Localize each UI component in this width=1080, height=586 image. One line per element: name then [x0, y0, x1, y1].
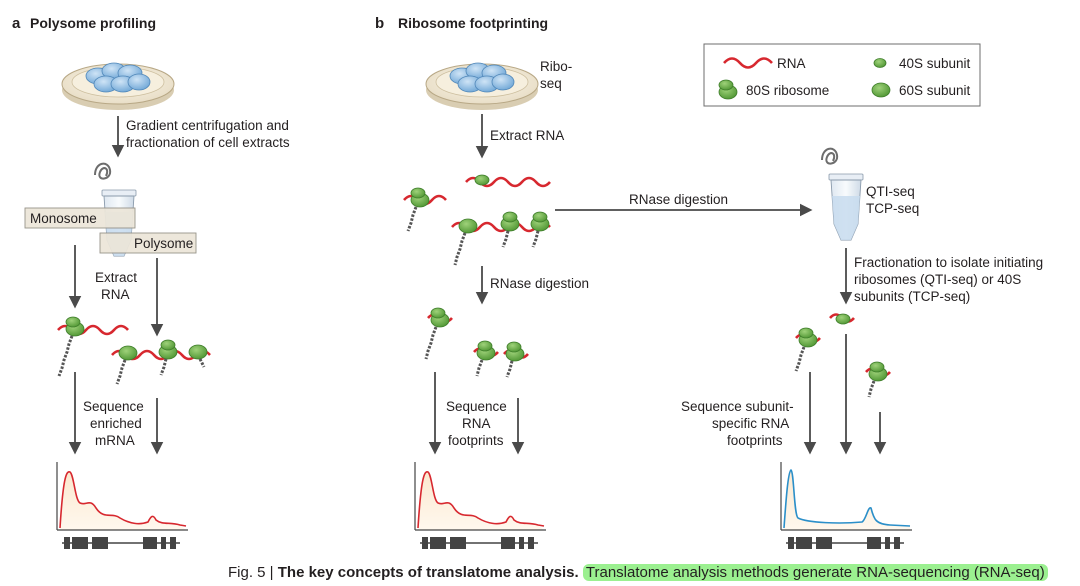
cells-icon	[85, 62, 151, 93]
profile-plot-b	[414, 462, 546, 531]
polysome-label: Polysome	[134, 236, 193, 251]
profile-plot-a	[56, 462, 188, 531]
panel-a-step3-line1: Sequence	[83, 399, 144, 414]
legend-60s: 60S subunit	[899, 83, 971, 98]
caption-prefix: Fig. 5 |	[228, 564, 278, 581]
petri-dish-b	[425, 62, 539, 110]
panel-a-step1-line1: Gradient centrifugation and	[126, 118, 289, 133]
petri-dish-a	[61, 62, 175, 110]
panel-a-step2-line1: Extract	[95, 270, 137, 285]
panel-a-step3-line2: enriched	[90, 416, 142, 431]
monosome-rna-a	[57, 316, 129, 377]
legend-80s: 80S ribosome	[746, 83, 829, 98]
panel-b-title: Ribosome footprinting	[398, 15, 548, 31]
extract-rna-label: Extract RNA	[490, 128, 564, 143]
translatome-diagram: a Polysome profiling Gradient centrifuga…	[12, 15, 1043, 549]
panel-a-title: Polysome profiling	[30, 15, 156, 31]
panel-b-seq-line2: RNA	[462, 416, 491, 431]
profile-plot-c	[780, 462, 912, 531]
riboseq-line2: seq	[540, 76, 562, 91]
legend: RNA 40S subunit 80S ribosome 60S subunit	[703, 43, 981, 107]
subunit-footprints	[794, 313, 891, 398]
rna-mixture-b	[403, 174, 551, 266]
tcp-seq-label: TCP-seq	[866, 201, 919, 216]
qti-seq-label: QTI-seq	[866, 184, 915, 199]
seq-subunit-line1: Sequence subunit-	[681, 399, 794, 414]
seq-subunit-line2: specific RNA	[712, 416, 789, 431]
monosome-label: Monosome	[30, 211, 97, 226]
ribosome-footprints-b	[424, 307, 529, 378]
gene-model-c	[786, 537, 904, 549]
caption-highlight: Translatome analysis methods generate RN…	[582, 564, 1048, 581]
panel-b-letter: b	[375, 15, 384, 32]
riboseq-line1: Ribo-	[540, 59, 572, 74]
fractionation-line1: Fractionation to isolate initiating	[854, 255, 1043, 270]
fractionation-line2: ribosomes (QTI-seq) or 40S	[854, 272, 1021, 287]
40s-subunit-legend-icon	[873, 58, 887, 68]
60s-subunit-legend-icon	[871, 82, 891, 98]
legend-rna: RNA	[777, 56, 806, 71]
centrifuge-tube-b	[821, 147, 864, 241]
panel-b-seq-line3: footprints	[448, 433, 504, 448]
rnase-digestion-horizontal-label: RNase digestion	[629, 192, 728, 207]
rna-legend-icon	[723, 57, 773, 69]
polysome-fraction-box	[99, 232, 197, 254]
fractionation-line3: subunits (TCP-seq)	[854, 289, 970, 304]
legend-40s: 40S subunit	[899, 56, 971, 71]
caption-bold: The key concepts of translatome analysis…	[277, 564, 579, 581]
figure-caption: Fig. 5 | The key concepts of translatome…	[228, 562, 1068, 584]
rnase-digestion-vertical-label: RNase digestion	[490, 276, 589, 291]
panel-a-step2-line2: RNA	[101, 287, 130, 302]
panel-a-step1-line2: fractionation of cell extracts	[126, 135, 290, 150]
panel-a-step3-line3: mRNA	[95, 433, 135, 448]
monosome-fraction-box	[24, 207, 136, 229]
panel-b-seq-line1: Sequence	[446, 399, 507, 414]
cells-icon	[449, 62, 515, 93]
gene-model-a	[62, 537, 180, 549]
gene-model-b	[420, 537, 538, 549]
panel-a-letter: a	[12, 15, 21, 32]
seq-subunit-line3: footprints	[727, 433, 783, 448]
80s-ribosome-legend-icon	[718, 79, 738, 100]
polysome-rna-a	[111, 339, 211, 385]
